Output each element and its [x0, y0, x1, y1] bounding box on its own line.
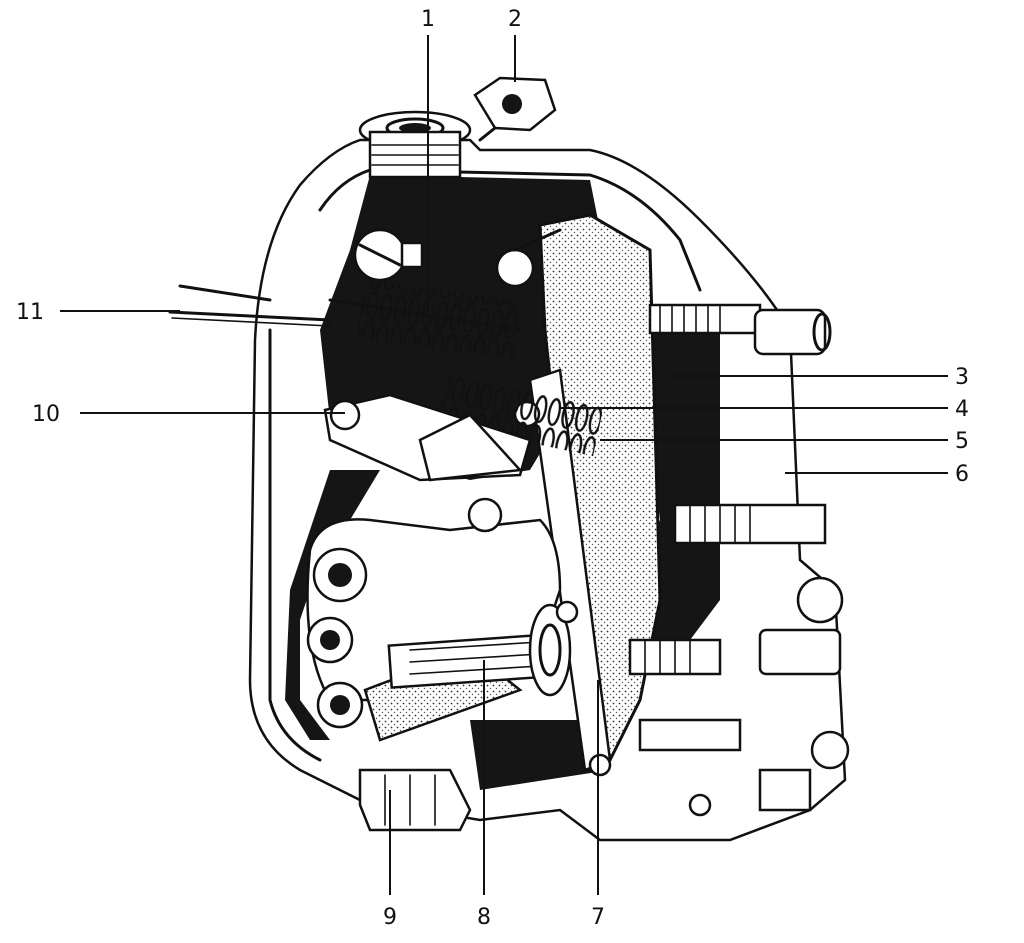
callout-7: 7: [591, 905, 605, 930]
governor-sleeve: [387, 603, 572, 697]
callout-11: 11: [16, 300, 44, 325]
governor-spring: [328, 279, 524, 361]
callout-3: 3: [955, 365, 969, 390]
callout-4: 4: [955, 397, 969, 422]
callout-labels: 1 2 3 4 5 6 7 8 9 10 11: [16, 7, 969, 930]
callout-8: 8: [477, 905, 491, 930]
housing-bolts: [688, 576, 850, 817]
adjusting-screw: [353, 228, 424, 282]
leader-lines: [60, 35, 948, 895]
callout-10: 10: [32, 402, 60, 427]
callout-2: 2: [508, 7, 522, 32]
guide-lever: [323, 393, 532, 533]
callout-5: 5: [955, 429, 969, 454]
callout-6: 6: [955, 462, 969, 487]
starting-spring: [436, 373, 604, 457]
lifting-eye: [473, 76, 557, 142]
callout-9: 9: [383, 905, 397, 930]
full-load-stop-screw: [628, 303, 842, 752]
lever-pivot: [555, 600, 612, 777]
callout-1: 1: [421, 7, 435, 32]
filler-plug: [358, 110, 472, 179]
mounting-boss: [358, 768, 472, 832]
control-rod: [168, 284, 332, 327]
